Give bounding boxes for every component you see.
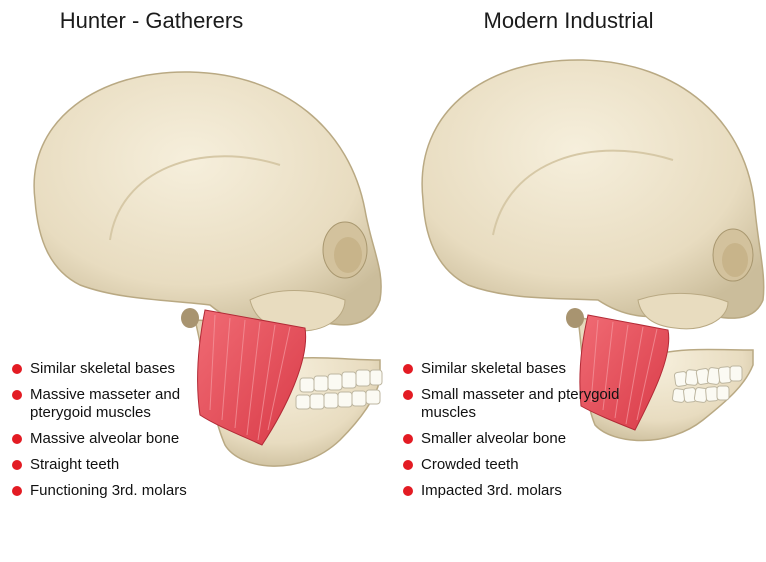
bullet-dot-icon bbox=[403, 486, 413, 496]
list-item: Small masseter and pterygoid muscles bbox=[403, 386, 633, 422]
list-item: Straight teeth bbox=[12, 456, 242, 474]
bullet-dot-icon bbox=[12, 364, 22, 374]
list-item: Similar skeletal bases bbox=[403, 360, 633, 378]
bullet-dot-icon bbox=[403, 364, 413, 374]
list-item: Impacted 3rd. molars bbox=[403, 482, 633, 500]
list-item: Functioning 3rd. molars bbox=[12, 482, 242, 500]
feature-list: Similar skeletal bases Massive masseter … bbox=[12, 360, 242, 500]
panel-title: Modern Industrial bbox=[377, 8, 760, 34]
bullet-dot-icon bbox=[12, 486, 22, 496]
bullet-dot-icon bbox=[12, 390, 22, 400]
bullet-dot-icon bbox=[12, 460, 22, 470]
list-item: Massive masseter and pterygoid muscles bbox=[12, 386, 242, 422]
bullet-dot-icon bbox=[403, 434, 413, 444]
feature-list: Similar skeletal bases Small masseter an… bbox=[403, 360, 633, 500]
hunter-gatherers-panel: Hunter - Gatherers Similar skeletal base… bbox=[0, 0, 383, 562]
bullet-dot-icon bbox=[403, 460, 413, 470]
bullet-dot-icon bbox=[403, 390, 413, 400]
modern-industrial-panel: Modern Industrial Similar skeletal bases… bbox=[383, 0, 766, 562]
panel-title: Hunter - Gatherers bbox=[0, 8, 343, 34]
list-item: Massive alveolar bone bbox=[12, 430, 242, 448]
bullet-dot-icon bbox=[12, 434, 22, 444]
list-item: Smaller alveolar bone bbox=[403, 430, 633, 448]
list-item: Similar skeletal bases bbox=[12, 360, 242, 378]
list-item: Crowded teeth bbox=[403, 456, 633, 474]
